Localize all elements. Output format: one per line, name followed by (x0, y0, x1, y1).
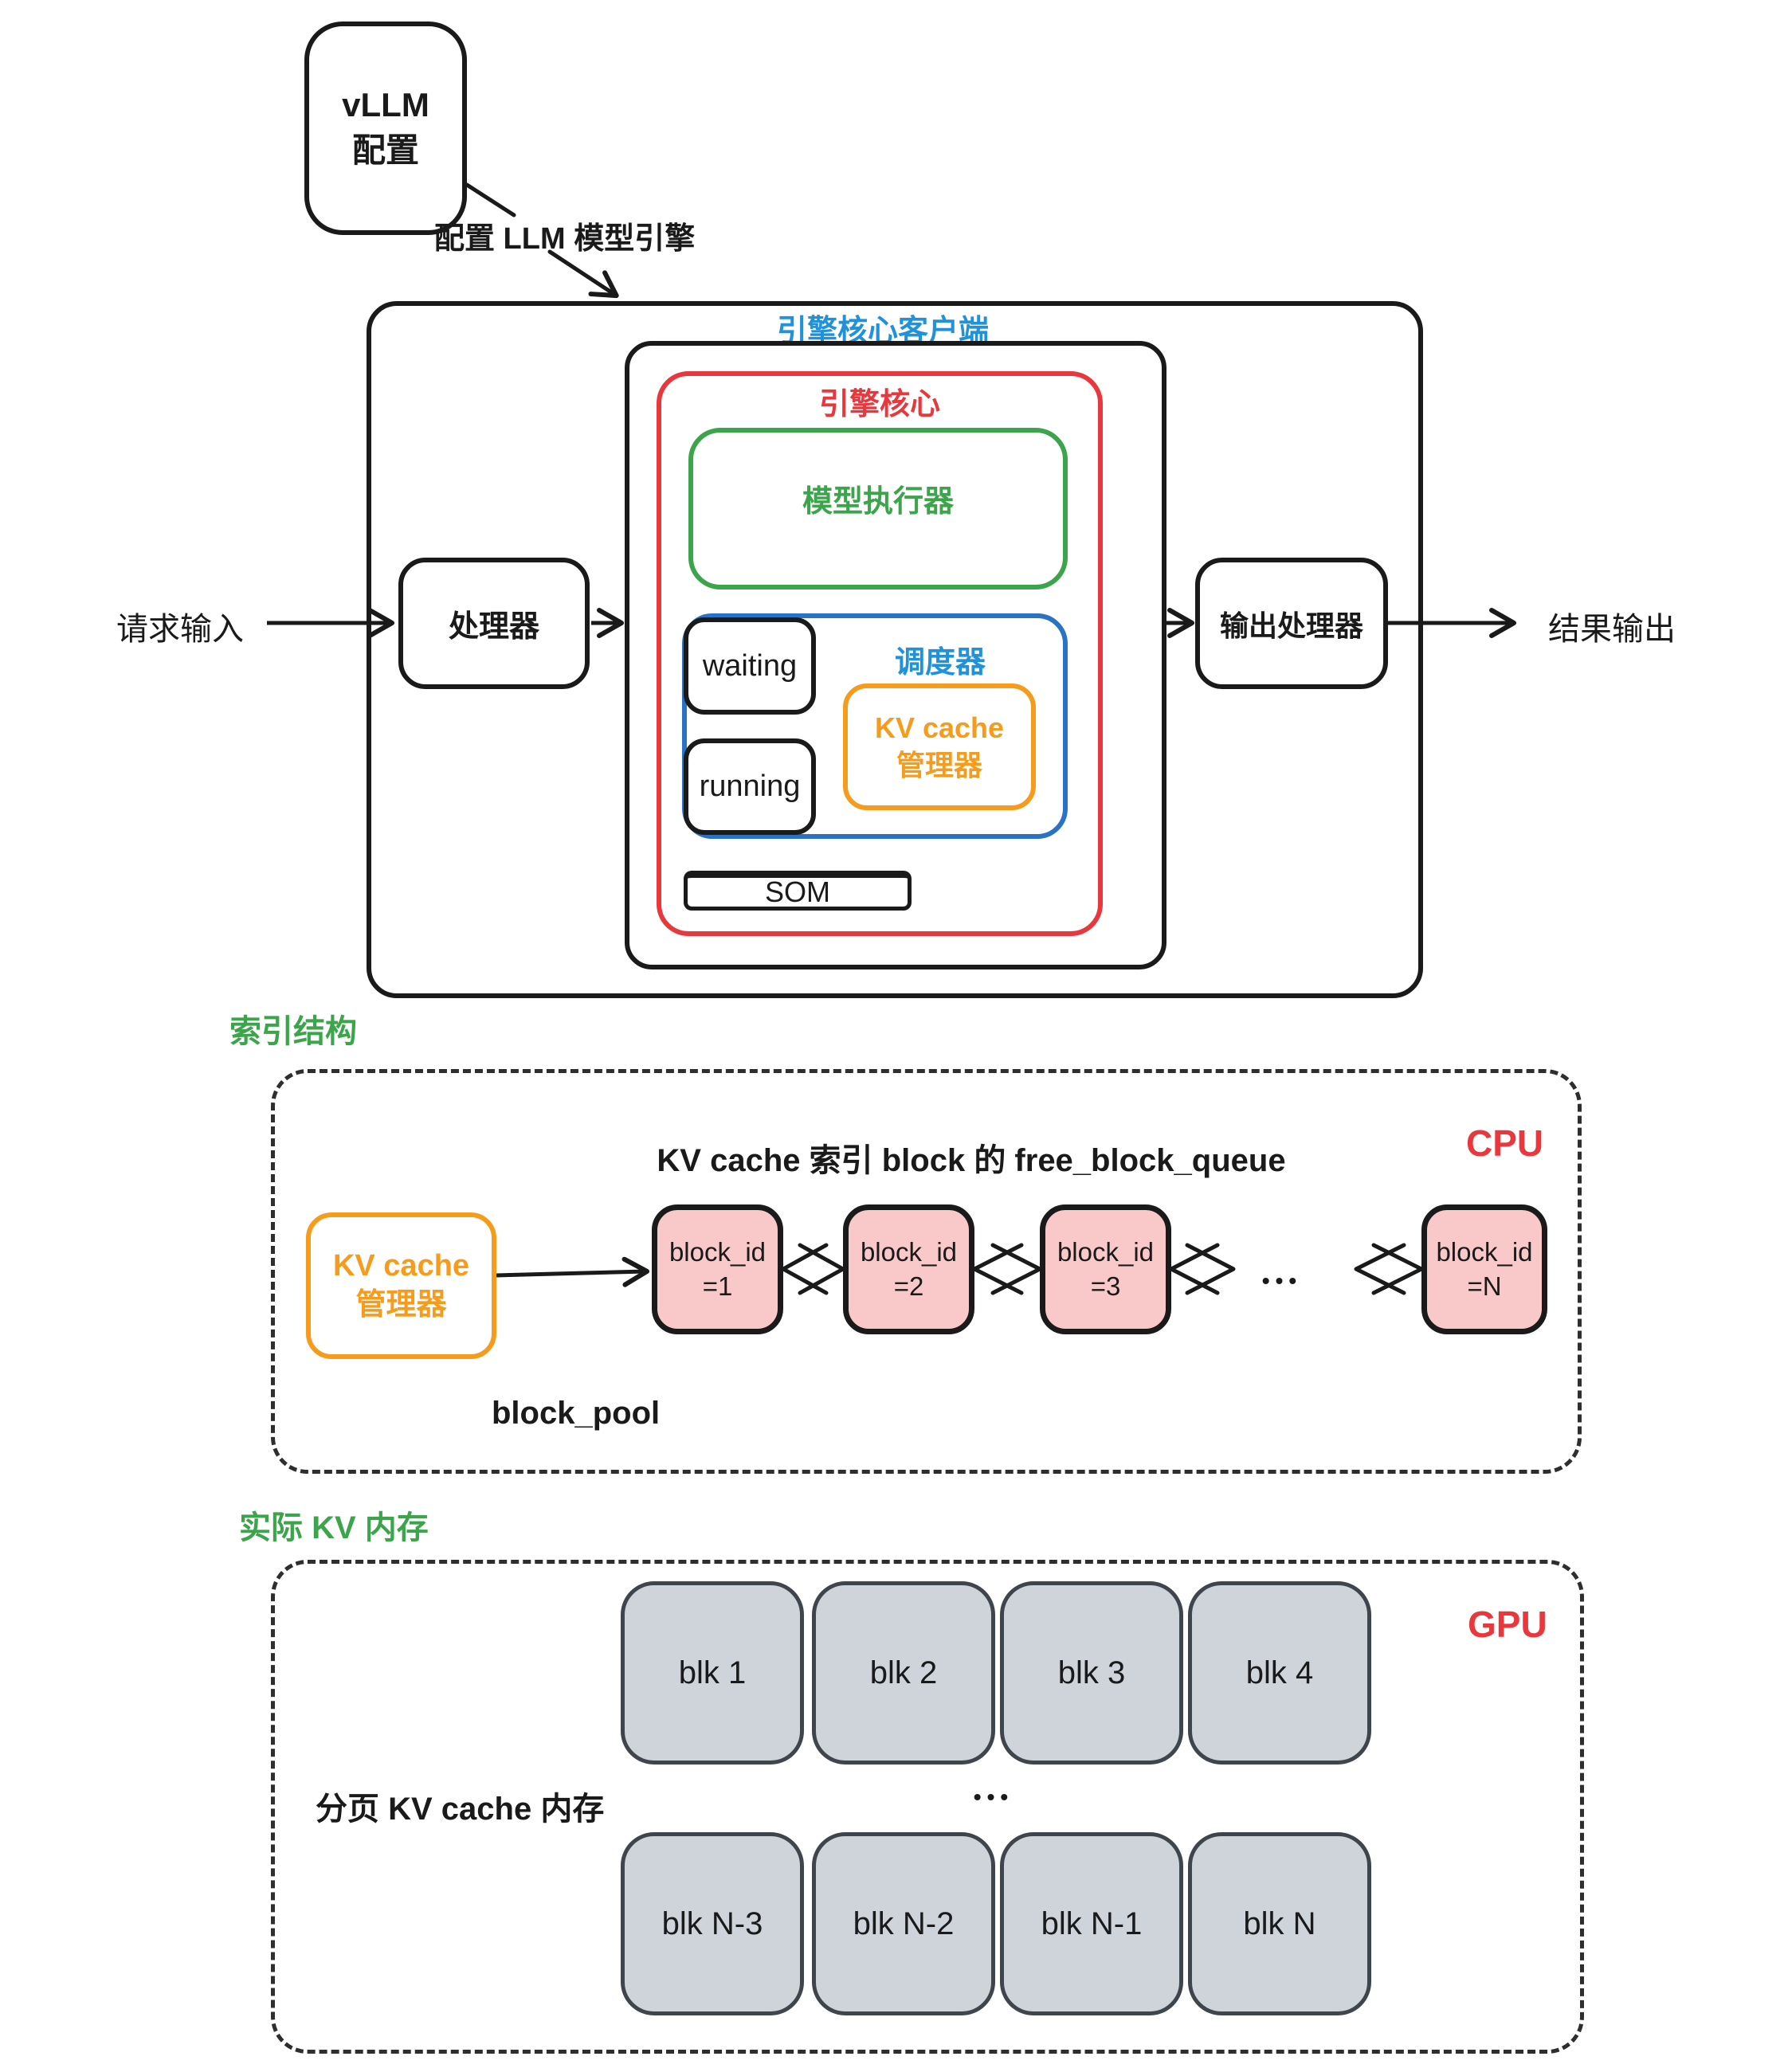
result-output-label: 结果输出 (1548, 612, 1676, 647)
block-node-n-line2: =N (1467, 1271, 1502, 1301)
block-node-2-line1: block_id (860, 1236, 958, 1267)
gpu-block-2-label: blk 2 (869, 1655, 938, 1690)
free-block-queue-title: KV cache 索引 block 的 free_block_queue (657, 1143, 1286, 1178)
queue-ellipsis: ••• (1261, 1268, 1303, 1293)
gpu-block-n3-label: blk N-3 (661, 1906, 763, 1941)
gpu-block-3-label: blk 3 (1057, 1655, 1126, 1690)
kv-cache-manager-cpu-line2: 管理器 (355, 1288, 447, 1322)
gpu-label: GPU (1468, 1604, 1547, 1645)
running-queue-box: running (684, 738, 816, 835)
config-arrow-segment1 (465, 182, 516, 217)
vllm-config-line1: vLLM (342, 86, 429, 124)
block-node-3-line2: =3 (1090, 1271, 1121, 1301)
gpu-rows-ellipsis: ••• (973, 1784, 1014, 1809)
processor-box: 处理器 (398, 558, 590, 689)
gpu-block-3: blk 3 (1000, 1581, 1183, 1765)
vllm-config-line2: 配置 (351, 131, 419, 169)
engine-core-title: 引擎核心 (818, 388, 940, 421)
gpu-block-n1: blk N-1 (1000, 1832, 1183, 2015)
engine-client-outer-box (367, 301, 1423, 998)
model-executor-label: 模型执行器 (802, 485, 954, 519)
block-node-3: block_id =3 (1040, 1204, 1171, 1334)
waiting-queue-label: waiting (702, 648, 798, 683)
gpu-block-4-label: blk 4 (1245, 1655, 1314, 1690)
processor-label: 处理器 (448, 610, 539, 644)
block-node-1-line2: =1 (702, 1271, 733, 1301)
block-node-1: block_id =1 (652, 1204, 783, 1334)
output-processor-box: 输出处理器 (1195, 558, 1388, 689)
block-pool-label: block_pool (492, 1396, 661, 1431)
gpu-block-n-label: blk N (1243, 1906, 1316, 1941)
kv-cache-manager-cpu-line1: KV cache (332, 1248, 470, 1283)
block-node-n-line1: block_id (1436, 1236, 1533, 1267)
gpu-block-4: blk 4 (1188, 1581, 1371, 1765)
gpu-dashed-box (271, 1560, 1584, 2054)
block-node-2: block_id =2 (843, 1204, 974, 1334)
config-arrow-label: 配置 LLM 模型引擎 (434, 222, 696, 256)
gpu-block-n2: blk N-2 (812, 1832, 995, 2015)
gpu-block-n1-label: blk N-1 (1041, 1906, 1143, 1941)
kv-cache-manager-line2: 管理器 (896, 748, 982, 781)
scheduler-title: 调度器 (895, 646, 986, 680)
gpu-block-2: blk 2 (812, 1581, 995, 1765)
kv-cache-manager-line1: KV cache (874, 711, 1005, 744)
waiting-queue-box: waiting (684, 617, 816, 715)
som-box: SOM (684, 871, 912, 911)
som-label: SOM (764, 875, 830, 908)
model-executor-box: 模型执行器 (688, 428, 1068, 589)
gpu-block-1: blk 1 (621, 1581, 804, 1765)
paged-kv-memory-label: 分页 KV cache 内存 (316, 1792, 605, 1827)
engine-core-box (657, 371, 1103, 936)
index-structure-title: 索引结构 (229, 1014, 357, 1049)
engine-client-inner-box (625, 341, 1166, 969)
cpu-label: CPU (1466, 1122, 1544, 1164)
block-node-n: block_id =N (1421, 1204, 1547, 1334)
gpu-block-n: blk N (1188, 1832, 1371, 2015)
vllm-config-node: vLLM 配置 (304, 22, 467, 235)
gpu-block-n3: blk N-3 (621, 1832, 804, 2015)
actual-kv-memory-title: 实际 KV 内存 (239, 1510, 429, 1545)
output-processor-label: 输出处理器 (1219, 609, 1363, 642)
gpu-block-1-label: blk 1 (678, 1655, 747, 1690)
cpu-dashed-box (271, 1069, 1582, 1474)
gpu-block-n2-label: blk N-2 (853, 1906, 955, 1941)
kv-cache-manager-box: KV cache 管理器 (843, 683, 1036, 810)
kv-cache-manager-cpu-box: KV cache 管理器 (306, 1212, 496, 1359)
scheduler-box (682, 613, 1068, 839)
block-node-3-line1: block_id (1057, 1236, 1155, 1267)
config-arrow-segment2 (547, 249, 619, 299)
running-queue-label: running (699, 770, 801, 803)
block-node-2-line2: =2 (893, 1271, 924, 1301)
request-input-label: 请求输入 (116, 612, 244, 647)
block-node-1-line1: block_id (669, 1236, 767, 1267)
